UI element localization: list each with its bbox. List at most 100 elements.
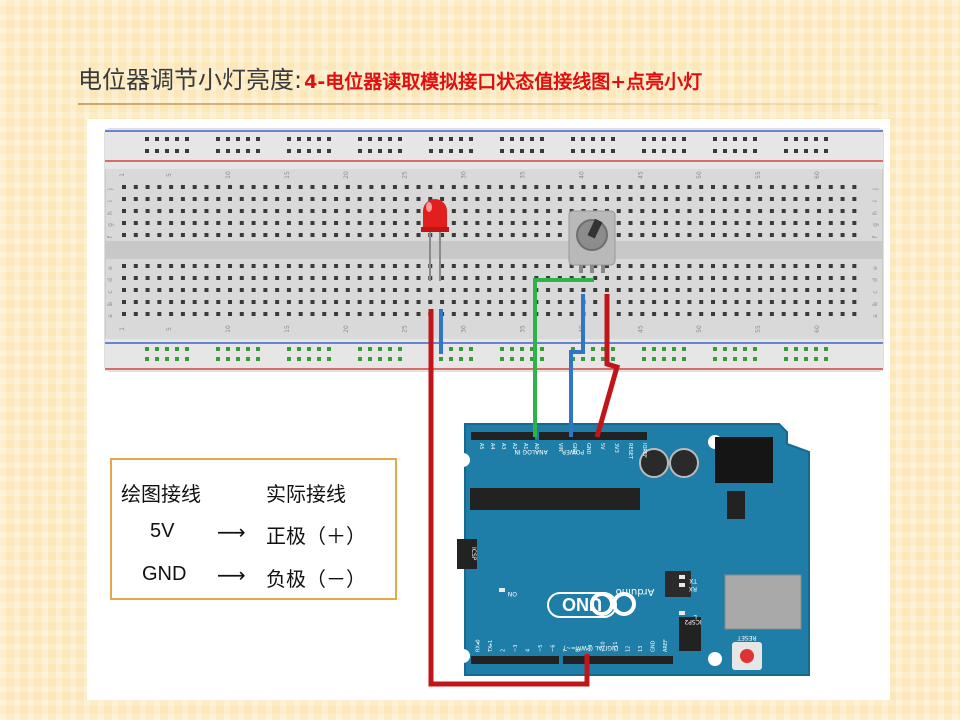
breadboard-hole bbox=[334, 288, 339, 292]
breadboard-hole bbox=[769, 288, 774, 292]
breadboard-hole bbox=[805, 264, 810, 268]
breadboard-hole bbox=[416, 288, 421, 292]
rail-hole bbox=[185, 149, 189, 153]
digital-pin-label: ~6 bbox=[551, 645, 557, 652]
breadboard-hole bbox=[133, 276, 138, 280]
breadboard-hole bbox=[392, 185, 397, 189]
breadboard-hole bbox=[687, 221, 692, 225]
rail-hole bbox=[601, 137, 605, 141]
breadboard-hole bbox=[510, 276, 515, 280]
breadboard-hole bbox=[805, 312, 810, 316]
icsp-label: ICSP bbox=[470, 547, 477, 561]
breadboard-hole bbox=[298, 209, 303, 213]
breadboard-hole bbox=[687, 288, 692, 292]
rail-hole bbox=[388, 357, 392, 361]
breadboard-hole bbox=[357, 312, 362, 316]
arduino-uno-board: UNO Arduino ANALOG IN POWER DIGITAL (PWM… bbox=[456, 423, 810, 676]
breadboard-hole bbox=[593, 185, 598, 189]
legend-actual-value: 正极（＋） bbox=[266, 524, 366, 548]
breadboard-hole bbox=[616, 300, 621, 304]
breadboard-hole bbox=[510, 209, 515, 213]
breadboard-hole bbox=[239, 221, 244, 225]
wiring-diagram: 1155101015152020252530303535404045455050… bbox=[104, 128, 884, 687]
breadboard-hole bbox=[593, 300, 598, 304]
digital-pin-label: ~5 bbox=[538, 645, 544, 652]
breadboard-hole bbox=[758, 197, 763, 201]
breadboard-hole bbox=[334, 276, 339, 280]
breadboard-hole bbox=[322, 276, 327, 280]
breadboard-hole bbox=[298, 185, 303, 189]
breadboard-hole bbox=[817, 312, 822, 316]
breadboard-hole bbox=[569, 312, 574, 316]
breadboard-hole bbox=[275, 221, 280, 225]
top-power-rail bbox=[105, 129, 883, 169]
breadboard-hole bbox=[369, 185, 374, 189]
breadboard-hole bbox=[793, 276, 798, 280]
breadboard-hole bbox=[852, 276, 857, 280]
breadboard-hole bbox=[687, 197, 692, 201]
breadboard-hole bbox=[498, 300, 503, 304]
rail-hole bbox=[611, 137, 615, 141]
breadboard-hole bbox=[557, 264, 562, 268]
breadboard-hole bbox=[663, 276, 668, 280]
breadboard-hole bbox=[663, 233, 668, 237]
breadboard-hole bbox=[286, 300, 291, 304]
breadboard-hole bbox=[817, 264, 822, 268]
breadboard-hole bbox=[699, 312, 704, 316]
breadboard-hole bbox=[475, 233, 480, 237]
rail-hole bbox=[297, 137, 301, 141]
breadboard-hole bbox=[345, 312, 350, 316]
breadboard-hole bbox=[604, 276, 609, 280]
breadboard-hole bbox=[793, 312, 798, 316]
breadboard-hole bbox=[758, 276, 763, 280]
breadboard-hole bbox=[522, 221, 527, 225]
breadboard-hole bbox=[286, 312, 291, 316]
reset-button-cap[interactable] bbox=[740, 649, 754, 663]
breadboard-hole bbox=[334, 300, 339, 304]
breadboard-hole bbox=[404, 197, 409, 201]
breadboard-hole bbox=[157, 288, 162, 292]
breadboard-hole bbox=[675, 221, 680, 225]
rail-hole bbox=[165, 347, 169, 351]
rail-hole bbox=[226, 347, 230, 351]
breadboard-hole bbox=[510, 185, 515, 189]
breadboard-hole bbox=[228, 209, 233, 213]
rail-hole bbox=[713, 149, 717, 153]
column-number: 1 bbox=[119, 173, 126, 177]
rail-hole bbox=[804, 357, 808, 361]
column-number: 35 bbox=[520, 171, 527, 179]
breadboard-hole bbox=[663, 264, 668, 268]
breadboard-hole bbox=[522, 197, 527, 201]
breadboard-hole bbox=[169, 233, 174, 237]
breadboard-hole bbox=[475, 288, 480, 292]
breadboard-hole bbox=[192, 312, 197, 316]
breadboard-hole bbox=[604, 288, 609, 292]
breadboard-hole bbox=[369, 209, 374, 213]
column-number: 55 bbox=[755, 171, 762, 179]
row-letter: i bbox=[107, 200, 114, 202]
column-number: 25 bbox=[402, 325, 409, 333]
breadboard-hole bbox=[711, 197, 715, 201]
digital-pin-label: 13 bbox=[638, 646, 644, 652]
arduino-infinity-logo bbox=[590, 592, 636, 616]
breadboard-hole bbox=[616, 209, 621, 213]
breadboard-hole bbox=[652, 197, 657, 201]
breadboard-hole bbox=[463, 312, 468, 316]
breadboard-hole bbox=[345, 221, 350, 225]
rail-hole bbox=[165, 137, 169, 141]
rail-hole bbox=[307, 357, 311, 361]
breadboard-hole bbox=[722, 312, 727, 316]
rail-hole bbox=[753, 347, 757, 351]
power-pin-label: GND bbox=[571, 443, 577, 455]
rail-hole bbox=[175, 347, 179, 351]
breadboard-hole bbox=[169, 312, 174, 316]
rail-hole bbox=[591, 137, 595, 141]
rail-hole bbox=[581, 149, 585, 153]
breadboard-hole bbox=[440, 288, 445, 292]
breadboard-hole bbox=[593, 264, 598, 268]
legend-drawing-value: GND bbox=[142, 563, 187, 585]
breadboard-hole bbox=[546, 264, 551, 268]
breadboard-hole bbox=[522, 233, 527, 237]
breadboard-hole bbox=[498, 312, 503, 316]
breadboard-hole bbox=[263, 233, 268, 237]
